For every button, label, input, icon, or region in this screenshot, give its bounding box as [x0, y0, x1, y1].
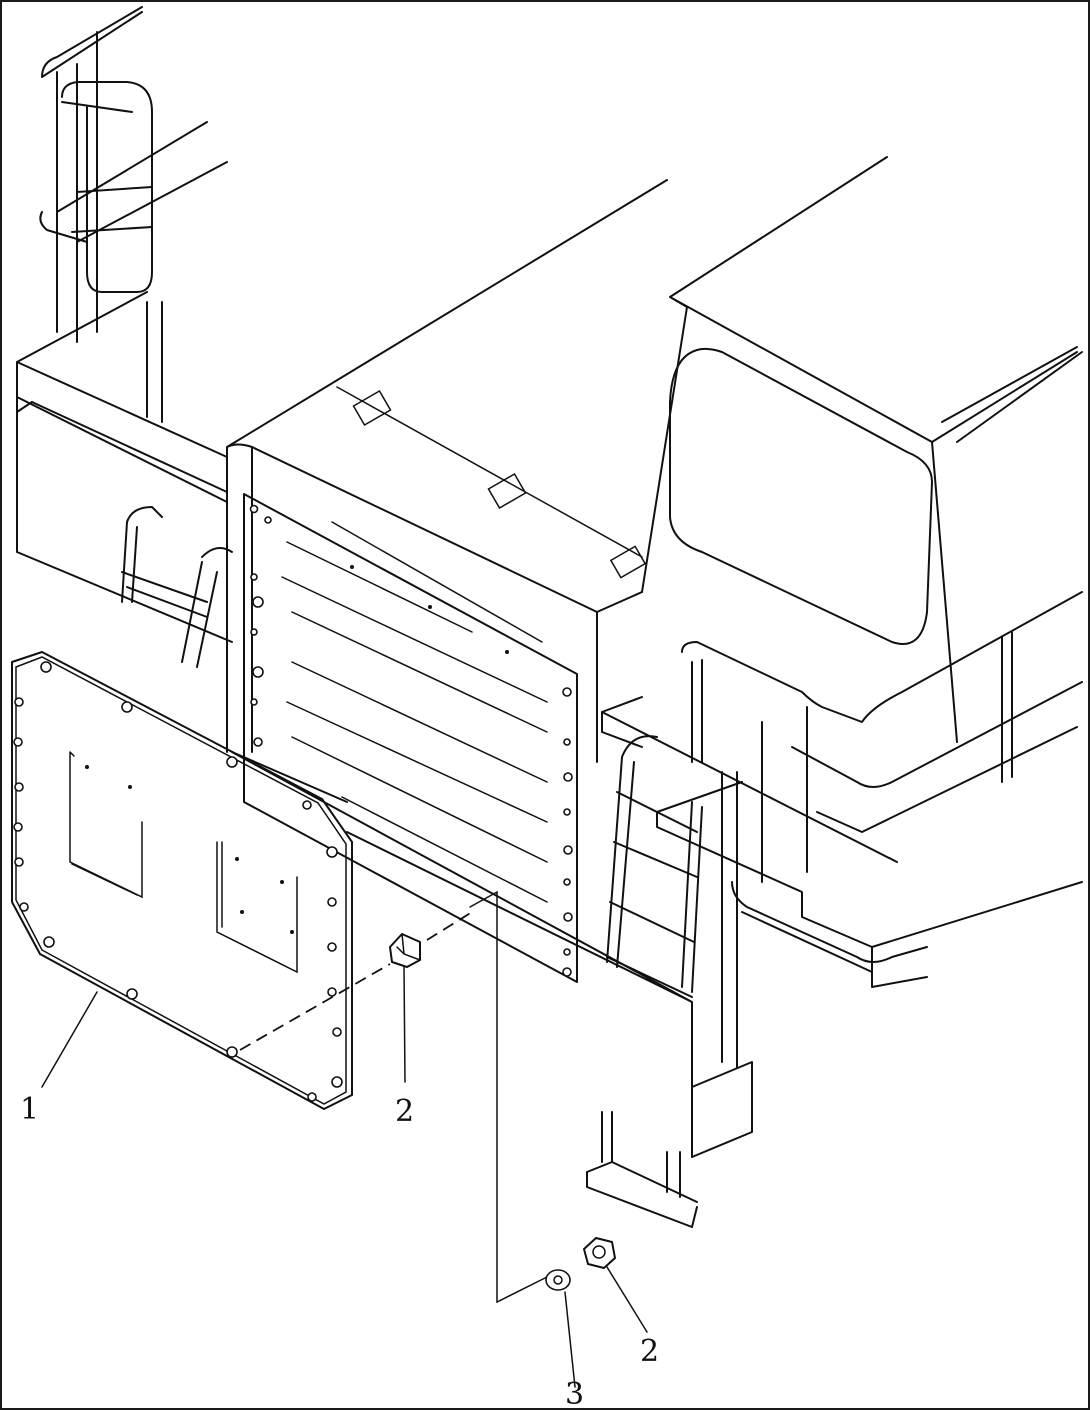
- part-2-bolt: [389, 933, 421, 1083]
- left-deck: [16, 291, 233, 668]
- part-3-washer: [545, 1269, 576, 1388]
- part-2-nut: [583, 1237, 648, 1333]
- front-bumper: [231, 751, 753, 1228]
- assembly-lines: [239, 890, 548, 1304]
- right-handrail: [601, 591, 1083, 988]
- right-ladder: [606, 735, 738, 1068]
- left-handrail: [39, 6, 228, 423]
- part-1-cover-plate: [11, 651, 353, 1110]
- callout-part-3: 3: [565, 1377, 585, 1410]
- callout-part-1: 1: [20, 1092, 40, 1127]
- operator-cab: [641, 156, 1083, 743]
- hood-body: [226, 179, 668, 763]
- radiator-grille: [243, 493, 578, 983]
- callout-part-2-bolt: 2: [395, 1094, 415, 1129]
- callout-part-2-nut: 2: [640, 1334, 660, 1369]
- leader-part-1: [41, 991, 98, 1088]
